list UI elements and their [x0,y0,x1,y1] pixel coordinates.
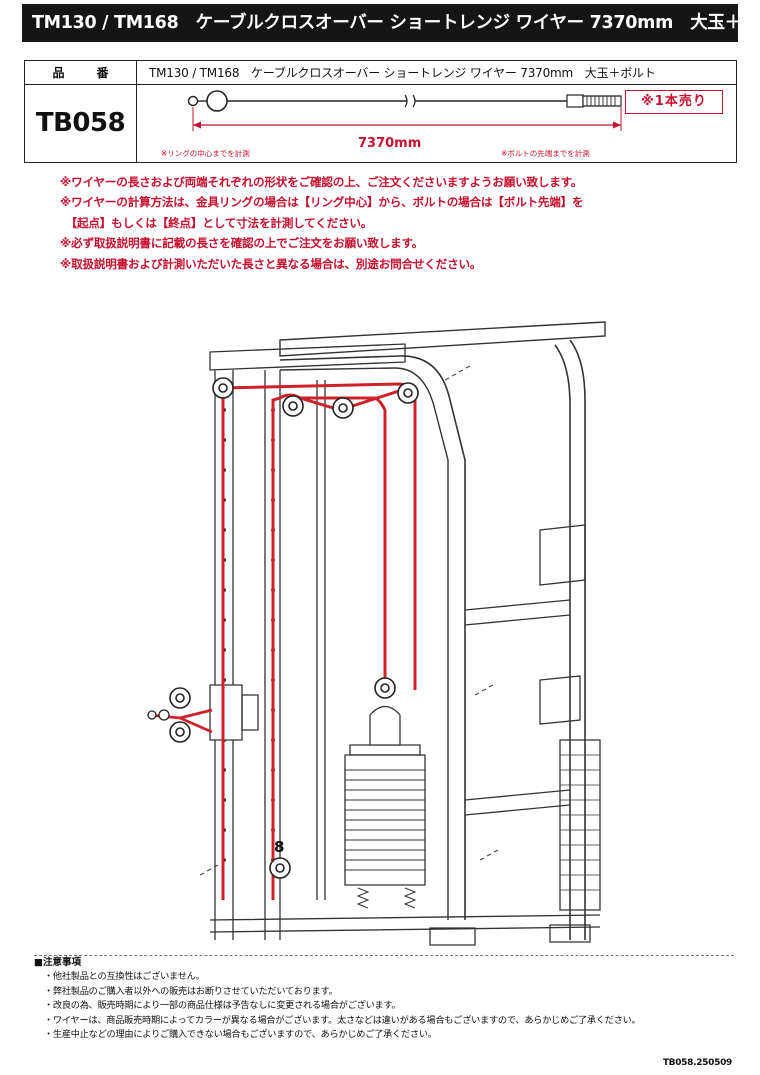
order-note: ※必ず取扱説明書に記載の長さを確認の上でご注文をお願い致します。 [60,236,424,251]
single-unit-badge: ※1本売り [625,90,723,114]
caution-heading: ■注意事項 [34,957,81,968]
caution-item: ・他社製品との互換性はございません。 [44,971,205,982]
cable-ball-icon [158,709,170,721]
spec-table: 品 番 TM130 / TM168 ケーブルクロスオーバー ショートレンジ ワイ… [24,60,737,163]
measure-note-right: ※ボルトの先端までを計測 [501,149,590,158]
caution-item: ・弊社製品のご購入者以外への販売はお断りさせていただいております。 [44,985,338,997]
spec-table-header-row [25,61,736,85]
ring-end-icon [187,95,199,107]
bolt-end-icon [566,94,584,108]
order-note: ※取扱説明書および計測いただいた長さと異なる場合は、別途お問合せください。 [60,256,482,271]
ball-end-icon [206,90,228,112]
product-name: TM130 / TM168 ケーブルクロスオーバー ショートレンジ ワイヤー 7… [149,66,656,80]
spec-table-column-divider [136,61,137,162]
page-title: TM130 / TM168 ケーブルクロスオーバー ショートレンジ ワイヤー 7… [22,4,738,42]
caution-section: ■注意事項 ・他社製品との互換性はございません。 ・弊社製品のご購入者以外への販… [34,955,734,1055]
order-notes: ※ワイヤーの長さおよび両端それぞれの形状をご確認の上、ご注文くださいますようお願… [60,172,740,274]
measure-note-left: ※リングの中心までを計測 [161,149,250,158]
pulley-number: 8 [274,838,284,856]
hinban-label: 品 番 [52,66,119,80]
order-note: 【起点】もしくは【終点】として寸法を計測してください。 [60,215,373,230]
document-code: TB058.250509 [662,1058,732,1068]
wire-drawing [187,90,622,131]
length-value: 7370mm [358,136,422,151]
handle-ring-icon [147,710,157,720]
product-code: TB058 [35,108,126,138]
cable-routing-diagram: 8 [147,321,606,946]
caution-item: ・改良の為、販売時期により一部の商品仕様は予告なしに変更される場合がございます。 [44,1000,401,1012]
order-note: ※ワイヤーの計算方法は、金具リングの場合は【リング中心】から、ボルトの場合は【ボ… [60,195,584,210]
caution-item: ・ワイヤーは、商品販売時期によってカラーが異なる場合がございます。太さなどは違い… [44,1014,641,1026]
order-note: ※ワイヤーの長さおよび両端それぞれの形状をご確認の上、ご注文くださいますようお願… [60,175,583,189]
caution-item: ・生産中止などの理由によりご購入できない場合もございますので、あらかじめご了承く… [44,1029,437,1041]
